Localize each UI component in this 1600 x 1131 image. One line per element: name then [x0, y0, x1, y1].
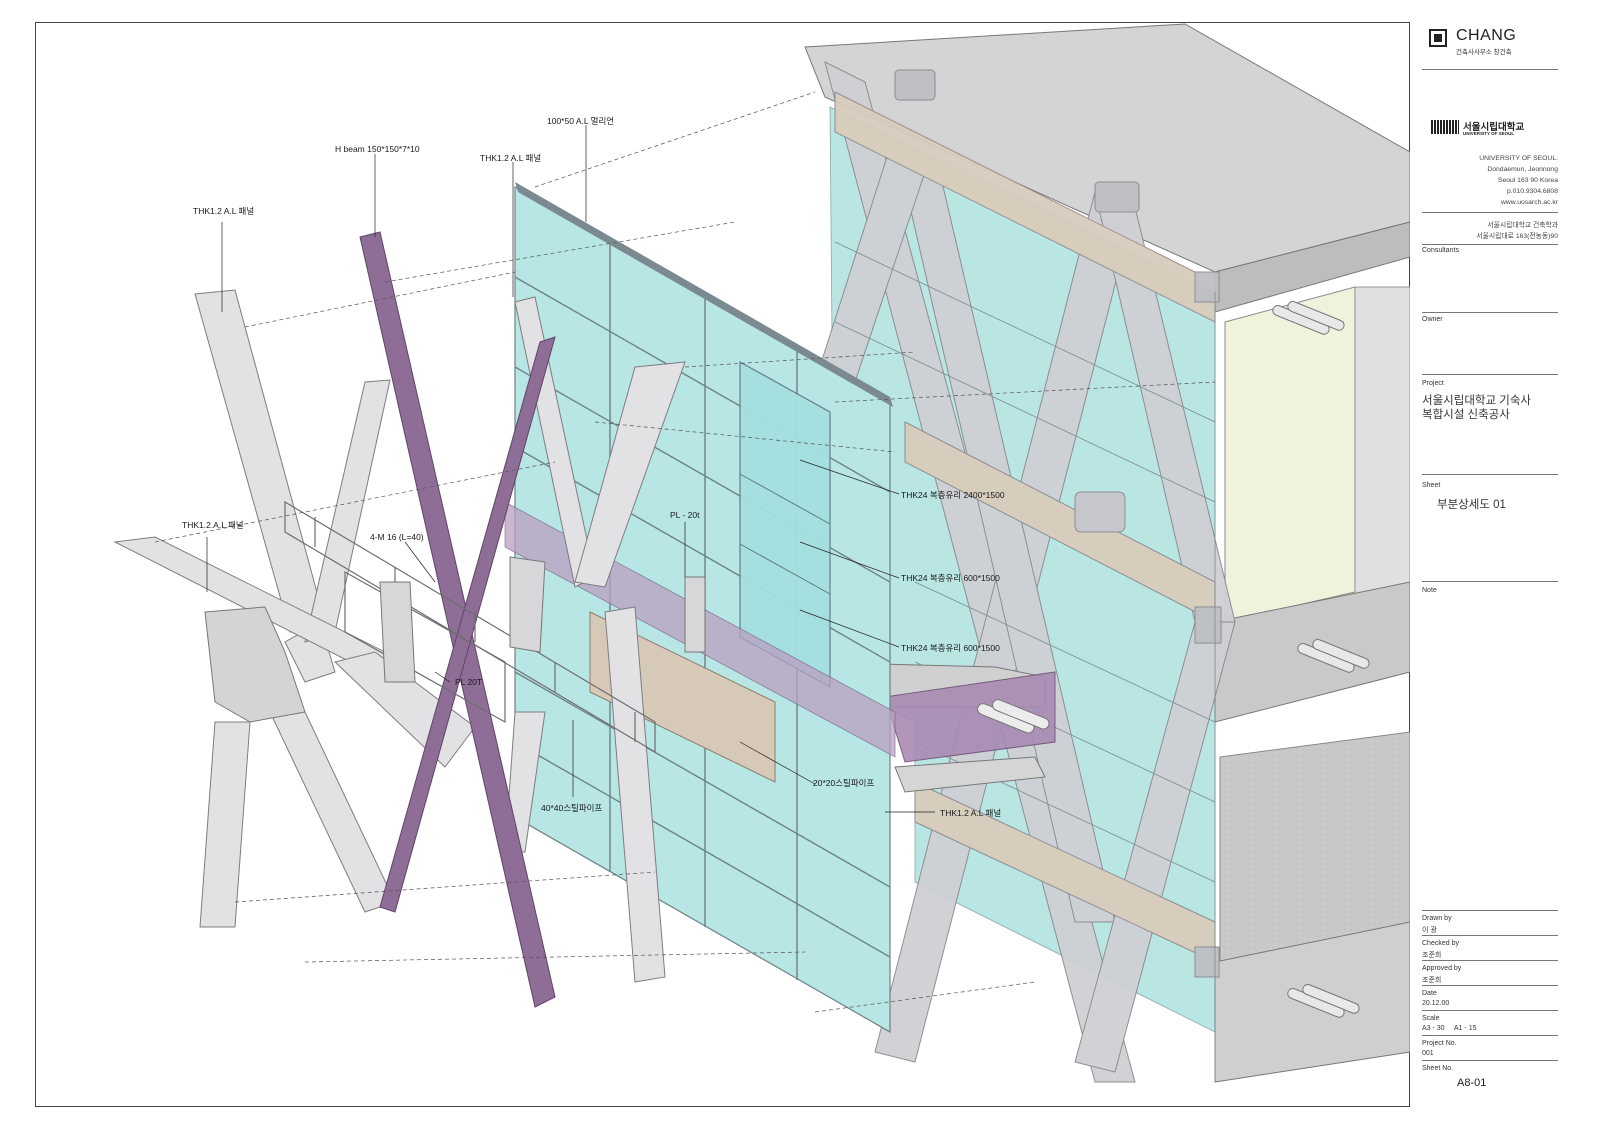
owner-label: Owner — [1422, 316, 1443, 323]
brand-subtitle: 건축사사무소 창건축 — [1456, 49, 1512, 56]
divider — [1422, 1035, 1558, 1036]
mullion-top-bar — [515, 182, 893, 407]
connection-plates — [379, 556, 706, 683]
address-line: www.uosarch.ac.kr — [1500, 199, 1558, 206]
divider — [1422, 474, 1558, 475]
label-glass-600b: THK24 복층유리 600*1500 — [901, 643, 1000, 653]
divider — [1422, 69, 1558, 70]
label-pipe-40: 40*40스틸파이프 — [541, 803, 603, 813]
sheet-no-label: Sheet No. — [1422, 1065, 1454, 1072]
node-plate — [204, 606, 306, 723]
approved-by-value: 조준희 — [1422, 977, 1442, 984]
divider — [1422, 1060, 1558, 1061]
label-al-panel-left: THK1.2 A.L 패널 — [193, 206, 255, 216]
project-no-value: 001 — [1422, 1050, 1434, 1057]
lower-floor-slab — [1219, 731, 1410, 968]
label-bolt: 4-M 16 (L=40) — [370, 532, 424, 542]
divider — [1422, 312, 1558, 313]
sheet-label: Sheet — [1422, 482, 1441, 489]
label-pl-20t-top: PL - 20t — [670, 510, 700, 520]
consultants-label: Consultants — [1422, 247, 1459, 254]
drawn-by-value: 이 광 — [1422, 927, 1437, 934]
divider — [1422, 1010, 1558, 1011]
logo-mark-icon — [1429, 29, 1447, 47]
university-logo-icon — [1431, 120, 1459, 134]
label-al-panel-top: THK1.2 A.L 패널 — [480, 153, 542, 163]
address-line: UNIVERSITY OF SEOUL. — [1479, 155, 1558, 162]
dept-line: 서울시립대학교 건축학과 — [1487, 222, 1558, 229]
date-label: Date — [1422, 990, 1437, 997]
divider — [1422, 374, 1558, 375]
label-al-panel-bottom: THK1.2 A.L 패널 — [940, 808, 1002, 818]
address-line: Dondaemun, Jeonnong — [1487, 166, 1558, 173]
checked-by-label: Checked by — [1422, 940, 1459, 947]
label-h-beam: H beam 150*150*7*10 — [335, 144, 420, 154]
scale-label: Scale — [1422, 1015, 1440, 1022]
approved-by-label: Approved by — [1422, 965, 1462, 972]
interior-room-upper — [1224, 286, 1356, 623]
label-al-panel-mid: THK1.2.A.L 패널 — [182, 520, 244, 530]
exploded-steel-members — [113, 231, 706, 1008]
project-name-line-2: 복합시설 신축공사 — [1422, 409, 1510, 421]
address-line: Seoul 163 90 Korea — [1497, 177, 1558, 184]
brand-name: CHANG — [1456, 27, 1517, 44]
date-value: 20.12.00 — [1422, 1000, 1450, 1007]
address-line: p.010.9304.6808 — [1506, 188, 1558, 195]
drawn-by-label: Drawn by — [1422, 915, 1452, 922]
projection-lines — [154, 91, 1216, 1013]
divider — [1422, 581, 1558, 582]
divider — [1422, 244, 1558, 245]
university-logo-en: UNIVERSITY OF SEOUL — [1463, 131, 1515, 136]
divider — [1422, 212, 1558, 213]
divider — [1422, 985, 1558, 986]
label-mullion: 100*50 A.L 멀리언 — [547, 116, 615, 126]
building-structure — [804, 23, 1410, 1083]
glass-unit-divisions — [739, 473, 831, 595]
exploded-axonometric-drawing: 100*50 A.L 멀리언 H beam 150*150*7*10 THK1.… — [35, 22, 1410, 1107]
dept-line: 서울시립대로 163(전농동)90 — [1476, 233, 1558, 240]
divider — [1422, 960, 1558, 961]
project-name-line-1: 서울시립대학교 기숙사 — [1422, 395, 1531, 407]
leader-lines — [206, 125, 935, 813]
checked-by-value: 조준희 — [1422, 952, 1442, 959]
project-label: Project — [1422, 380, 1444, 387]
university-logo-kr: 서울시립대학교 — [1463, 122, 1525, 133]
h-beam-members — [359, 231, 556, 1008]
sheet-no-value: A8-01 — [1457, 1077, 1487, 1089]
note-label: Note — [1422, 587, 1437, 594]
title-block: CHANG 건축사사무소 창건축 서울시립대학교 UNIVERSITY OF S… — [1422, 22, 1558, 1107]
floor-ledge-bottom — [894, 756, 1046, 793]
building-pipes — [1272, 301, 1370, 1018]
diagrid-structure — [814, 61, 1236, 1083]
drawing-canvas — [113, 23, 1410, 1083]
project-no-label: Project No. — [1422, 1040, 1457, 1047]
floor-steel-beam — [884, 671, 1056, 763]
beam-pipes — [977, 699, 1050, 734]
divider — [1422, 910, 1558, 911]
sheet-title: 부분상세도 01 — [1437, 499, 1506, 511]
scale-value: A3 - 30 A1 - 15 — [1422, 1025, 1477, 1032]
interior-right-wall — [1354, 286, 1410, 608]
divider — [1422, 935, 1558, 936]
label-pl-20t-low: PL 20T — [455, 677, 483, 687]
label-pipe-20: 20*20스틸파이프 — [813, 778, 875, 788]
label-glass-2400: THK24 복층유리 2400*1500 — [901, 490, 1005, 500]
roof-slab — [804, 23, 1410, 273]
label-glass-600a: THK24 복층유리 600*1500 — [901, 573, 1000, 583]
